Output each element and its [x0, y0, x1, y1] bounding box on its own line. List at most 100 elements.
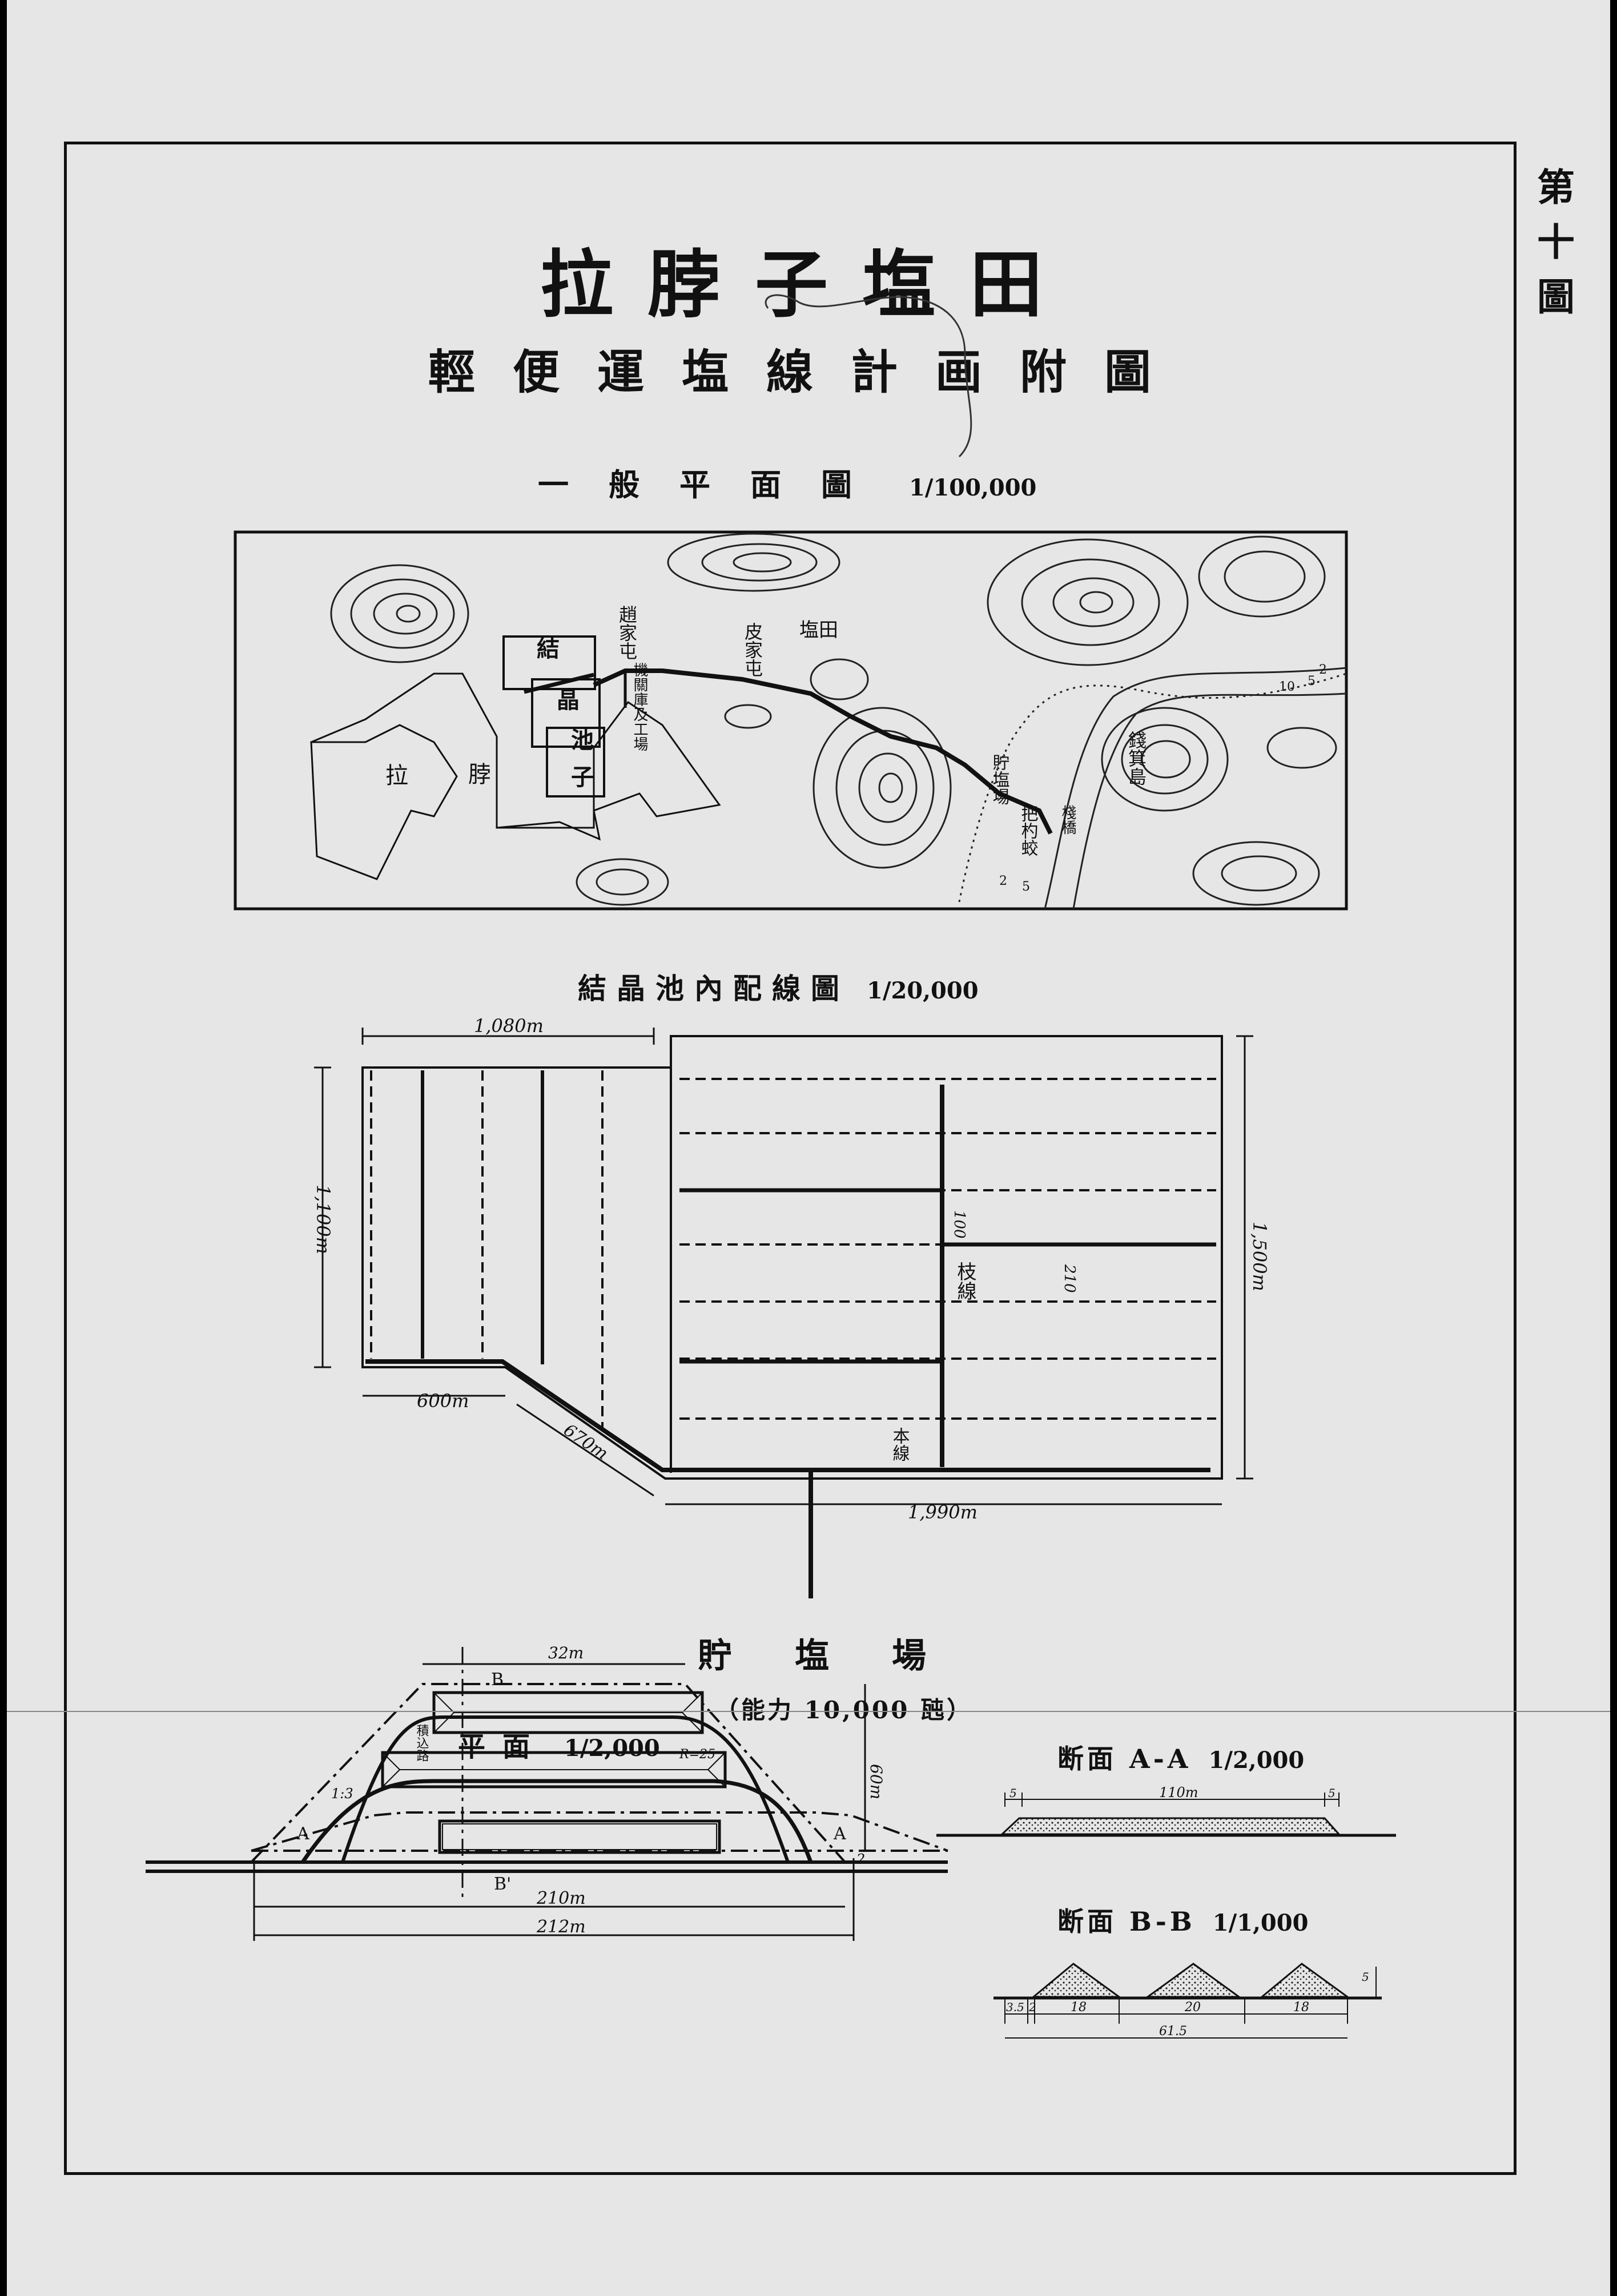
general-plan-heading-text: 一般平面圖: [538, 466, 892, 503]
loading-track-2: [341, 1715, 790, 1863]
section-bb-b: 2: [1028, 2000, 1036, 2014]
marker-a2: A: [833, 1824, 846, 1844]
label-chi: 池: [571, 727, 594, 754]
general-plan-map: 拉 脖 結 晶 池 子 趙家屯 機關庫及工場 皮家屯 塩田 貯塩場 把杓蛟 棧橋…: [234, 530, 1348, 911]
main-label: 本線: [890, 1427, 910, 1461]
section-bb-d: 20: [1184, 2000, 1201, 2015]
pond-divider: [524, 672, 594, 694]
pond-block-jing: [531, 678, 601, 748]
section-bb-scale: 1/1,000: [1212, 1910, 1309, 1936]
sub-title: 輕便運塩線計画附圖: [428, 345, 1189, 400]
section-bb-pile-3: [1259, 1963, 1350, 1998]
dim-left: [314, 1066, 331, 1368]
section-aa-mid: 110m: [1159, 1785, 1198, 1800]
ink-scribble: [765, 294, 972, 458]
storage-plan-labels: 32m 60m 210m 212m 1:3 R=25 2 積込路 A A B B…: [296, 1644, 886, 1937]
dim-diag-label: 670m: [560, 1420, 612, 1464]
contour-digit-3: 10: [1279, 680, 1295, 694]
dim-top: [361, 1028, 655, 1045]
storage-yard-heading: 貯塩場: [698, 1636, 989, 1676]
dim-210-label: 210m: [536, 1888, 586, 1908]
section-bb-heading: 断面 B-B 1/1,000: [1057, 1901, 1308, 1939]
main-title: 拉脖子塩田: [540, 242, 1077, 328]
alignment-line: [251, 1811, 948, 1852]
storage-plan-heading-text: 平面: [458, 1731, 548, 1763]
section-bb-dims: [1004, 1967, 1377, 2039]
dim-ext: [253, 1858, 855, 1941]
dim-bottom-left-label: 600m: [417, 1390, 469, 1412]
radius-label: R=25: [679, 1747, 715, 1762]
label-storage: 貯塩場: [989, 754, 1010, 805]
dim-top-label: 1,080m: [474, 1015, 544, 1037]
boundary-dash: [250, 1683, 846, 1863]
salt-pile-3: [432, 1691, 704, 1734]
pond-block-chi: [546, 727, 605, 797]
contour-digit-1: 2: [1319, 663, 1327, 677]
section-aa-scale: 1/2,000: [1208, 1747, 1305, 1774]
label-jie: 結: [537, 635, 560, 662]
drawing-frame: [64, 142, 1517, 2175]
label-yantian: 塩田: [799, 619, 838, 642]
section-bb-heading-text: 断面 B-B: [1057, 1906, 1196, 1937]
salt-pile-1-inner: [442, 1823, 717, 1850]
label-bridge: 棧橋: [1059, 805, 1076, 835]
marker-a1: A: [296, 1824, 309, 1844]
general-plan-heading: 一般平面圖 1/100,000: [538, 460, 1036, 505]
crystal-pond-scale: 1/20,000: [867, 977, 979, 1004]
crystal-pond-plan: [314, 1028, 1253, 1598]
section-bb-a: 3.5: [1006, 2000, 1024, 2014]
dim-right-60: 60m: [867, 1764, 886, 1799]
section-bb-c: 18: [1071, 2000, 1087, 2015]
pond-outline: [361, 1035, 1223, 1480]
label-island: 錢箕島: [1125, 731, 1147, 786]
main-line: [365, 1359, 1210, 1472]
label-pi: 皮家屯: [742, 622, 763, 677]
dim-bottom-label: 1,990m: [908, 1501, 978, 1523]
salt-pile-1: [438, 1819, 721, 1854]
coastline: [958, 672, 1347, 903]
label-zhao: 趙家屯: [616, 605, 638, 660]
storage-plan-heading: 平面 1/2,000: [458, 1724, 660, 1764]
loading-track-1: [301, 1779, 813, 1863]
spacing-b-label: 210: [1061, 1264, 1078, 1293]
ratio-label: 1:3: [331, 1786, 353, 1802]
label-la: 拉: [385, 763, 408, 789]
dim-212-label: 212m: [536, 1917, 586, 1937]
salt-pile-2-ridge: [382, 1752, 726, 1787]
contour-lines: [330, 533, 1337, 906]
section-bb-total: 61.5: [1159, 2024, 1187, 2039]
section-bb-h: 5: [1362, 1970, 1369, 1984]
district-outline: [311, 672, 721, 841]
marker-b2: B': [494, 1874, 511, 1894]
section-aa: 5 110m 5: [936, 1785, 1396, 1837]
marker-b1: B: [491, 1670, 504, 1690]
section-aa-heading-text: 断面 A-A: [1057, 1743, 1192, 1774]
salt-pile-3-ridge: [433, 1692, 703, 1733]
railway-route: [593, 668, 1053, 835]
crystal-pond-heading: 結晶池內配線圖 1/20,000: [578, 966, 979, 1007]
dim-right: [1236, 1035, 1253, 1480]
section-bb: 3.5 2 18 20 18 61.5 5: [993, 1963, 1382, 2039]
label-factory: 機關庫及工場: [631, 662, 648, 751]
label-bashao: 把杓蛟: [1018, 805, 1038, 856]
spacing-a-label: 100: [951, 1210, 968, 1239]
branch-label: 枝線: [954, 1262, 976, 1300]
label-zi: 子: [571, 764, 594, 791]
section-aa-left: 5: [1009, 1786, 1017, 1800]
section-bb-pile-1: [1031, 1963, 1122, 1998]
general-plan-scale: 1/100,000: [909, 474, 1037, 501]
crystal-pond-heading-text: 結晶池內配線圖: [578, 972, 850, 1005]
contour-digit-5: 5: [1022, 880, 1030, 894]
dim-left-label: 1,100m: [312, 1185, 334, 1254]
section-aa-right: 5: [1328, 1786, 1336, 1800]
dim-diag: [516, 1403, 654, 1497]
section-aa-pile: [1000, 1817, 1341, 1835]
storage-yard-capacity: （能力 10,000 瓲）: [715, 1696, 973, 1724]
section-bb-pile-2: [1145, 1963, 1242, 1998]
district-outline-2: [310, 724, 458, 880]
dim-right-label: 1,500m: [1249, 1222, 1270, 1291]
storage-plan-scale: 1/2,000: [564, 1735, 660, 1762]
pond-block-jie: [502, 635, 596, 690]
